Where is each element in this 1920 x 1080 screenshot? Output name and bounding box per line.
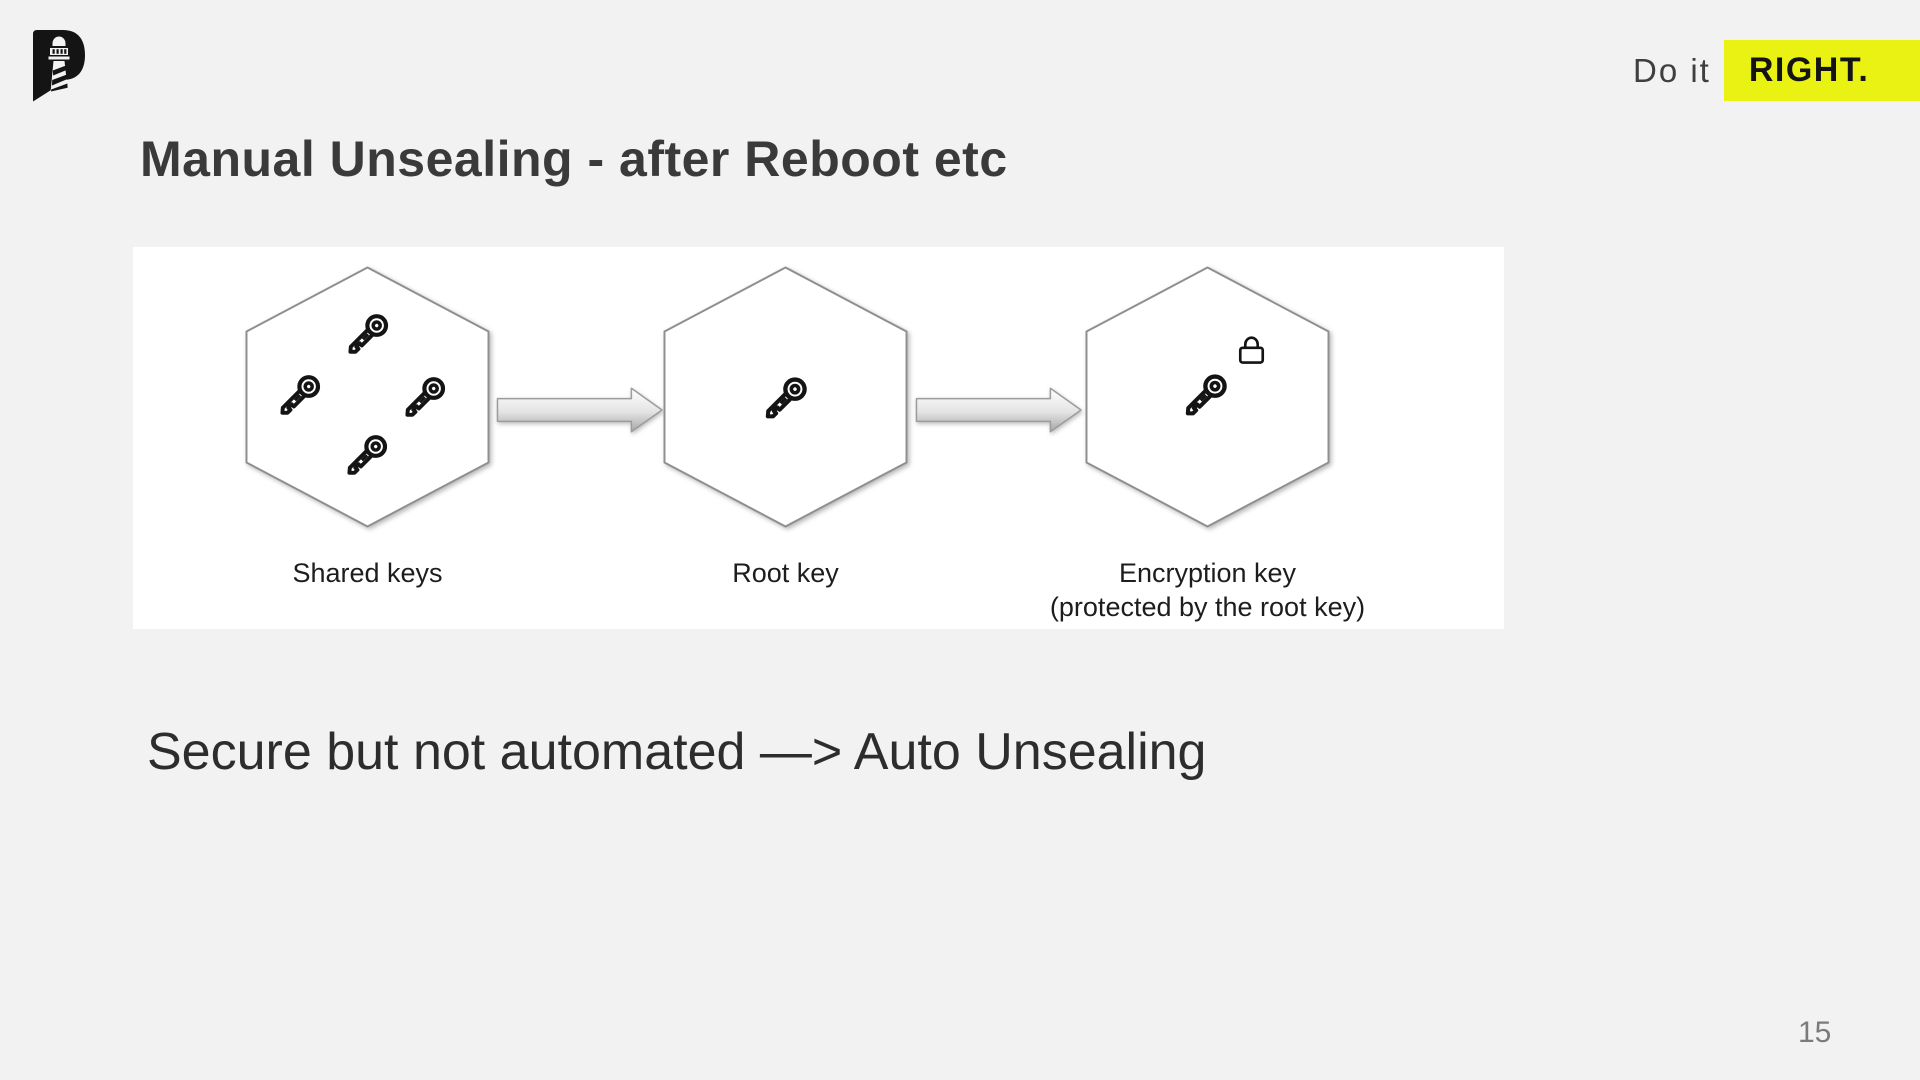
key-icon [270,367,330,427]
node-label-text: Encryption key [1118,558,1297,588]
diagram-panel: Shared keys Root key Encryption key [133,247,1504,629]
key-icon [755,369,817,431]
lighthouse-p-logo-icon [33,30,85,102]
tagline-prefix: Do it [1633,51,1711,89]
node-sublabel-text: (protected by the root key) [1049,592,1366,622]
right-arrow-icon [915,387,1082,433]
page-title: Manual Unsealing - after Reboot etc [140,131,1008,187]
lock-icon [1238,336,1265,364]
key-icon [338,306,398,366]
node-label-text: Root key [732,558,839,588]
right-arrow-icon [496,387,663,433]
node-label-text: Shared keys [292,558,443,588]
tagline-highlight: RIGHT. [1723,40,1920,101]
diagram-node-root-key: Root key [663,266,908,588]
key-icon [1175,366,1237,428]
key-icon [395,369,455,429]
node-label: Encryption key (protected by the root ke… [1008,556,1408,624]
key-icon [337,427,397,487]
tagline: Do it RIGHT. [1633,40,1920,101]
diagram-node-encryption-key: Encryption key (protected by the root ke… [1050,266,1365,622]
node-label: Root key [586,556,986,590]
statement-text: Secure but not automated —> Auto Unseali… [147,723,1207,781]
node-label: Shared keys [168,556,568,590]
page-number: 15 [1798,1016,1832,1049]
tagline-highlight-text: RIGHT. [1748,51,1870,89]
diagram-node-shared-keys: Shared keys [245,266,490,588]
